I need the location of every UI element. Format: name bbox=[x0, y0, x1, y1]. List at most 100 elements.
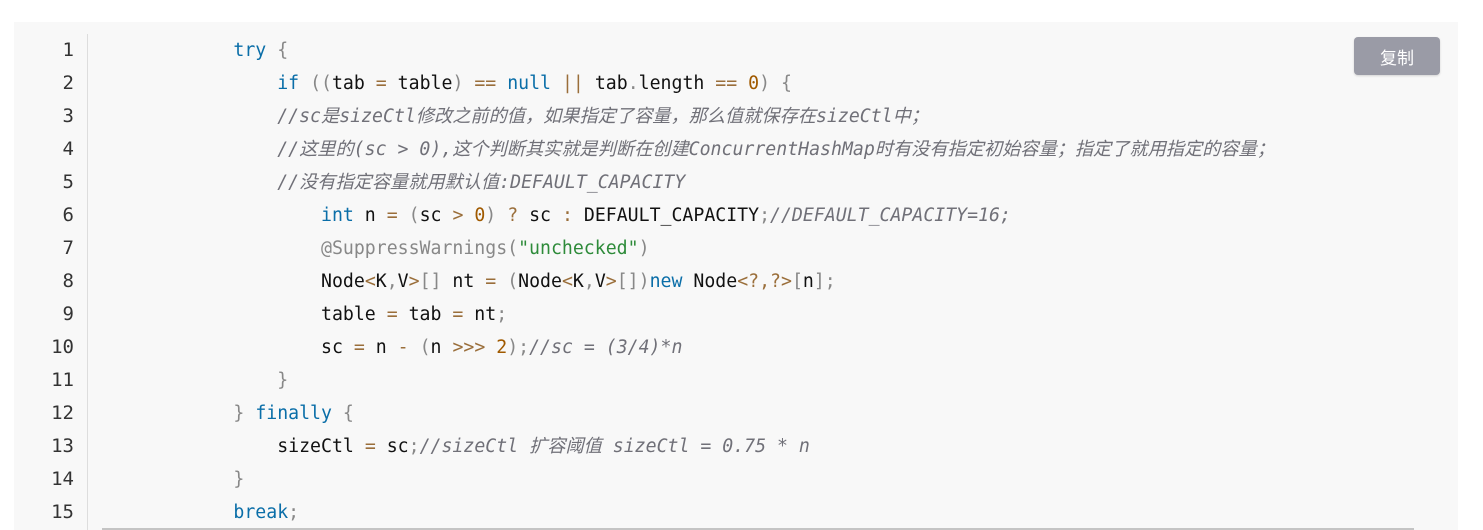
code-token: n bbox=[364, 337, 398, 358]
code-token: //sc是sizeCtl修改之前的值，如果指定了容量，那么值就保存在sizeCt… bbox=[277, 106, 929, 127]
code-token: n bbox=[353, 205, 387, 226]
code-token bbox=[102, 40, 233, 61]
code-token bbox=[102, 304, 321, 325]
code-line: } finally { bbox=[102, 397, 1436, 430]
line-number: 12 bbox=[51, 402, 74, 424]
code-token: break bbox=[233, 502, 289, 523]
code-token: Node bbox=[518, 271, 562, 292]
code-line: int n = (sc > 0) ? sc : DEFAULT_CAPACITY… bbox=[102, 199, 1436, 232]
code-token: []) bbox=[616, 271, 650, 292]
code-content[interactable]: try { if ((tab = table) == null || tab.l… bbox=[102, 34, 1436, 529]
code-line: try { bbox=[102, 34, 1436, 67]
code-token: = bbox=[375, 73, 387, 94]
code-token: "unchecked" bbox=[518, 238, 639, 259]
code-token bbox=[496, 271, 507, 292]
code-token: = bbox=[452, 304, 464, 325]
code-token bbox=[485, 337, 496, 358]
code-token: >>> bbox=[452, 337, 486, 358]
line-number: 1 bbox=[62, 39, 74, 61]
code-token: //sizeCtl 扩容阈值 sizeCtl = 0.75 * n bbox=[419, 436, 810, 457]
code-token bbox=[266, 40, 277, 61]
code-token: ( bbox=[419, 337, 431, 358]
code-line: //这里的(sc > 0),这个判断其实就是判断在创建ConcurrentHas… bbox=[102, 133, 1436, 166]
code-token: ? bbox=[507, 205, 519, 226]
code-line: } bbox=[102, 364, 1436, 397]
code-token: //DEFAULT_CAPACITY=16; bbox=[770, 205, 1011, 226]
line-number: 11 bbox=[51, 369, 74, 391]
code-token bbox=[102, 370, 277, 391]
code-line: sizeCtl = sc;//sizeCtl 扩容阈值 sizeCtl = 0.… bbox=[102, 430, 1436, 463]
code-token: int bbox=[321, 205, 354, 226]
code-token: } bbox=[233, 469, 245, 490]
code-token bbox=[496, 73, 507, 94]
code-token: sizeCtl bbox=[277, 436, 365, 457]
code-token: tab bbox=[397, 304, 453, 325]
line-number: 6 bbox=[62, 204, 74, 226]
code-token: ) bbox=[485, 205, 497, 226]
code-token: K bbox=[572, 271, 584, 292]
code-token: { bbox=[781, 73, 792, 94]
code-token: if bbox=[277, 73, 300, 94]
code-token: > bbox=[605, 271, 617, 292]
line-number: 8 bbox=[62, 270, 74, 292]
code-token: //没有指定容量就用默认值:DEFAULT_CAPACITY bbox=[277, 172, 686, 193]
code-token: . bbox=[627, 73, 639, 94]
code-token bbox=[463, 205, 474, 226]
code-token: K bbox=[375, 271, 387, 292]
code-token: ; bbox=[759, 205, 771, 226]
code-token: 0 bbox=[474, 205, 486, 226]
code-token: Node bbox=[321, 271, 365, 292]
code-line: if ((tab = table) == null || tab.length … bbox=[102, 67, 1436, 100]
code-token: table bbox=[321, 304, 387, 325]
code-token: ; bbox=[288, 502, 300, 523]
line-number: 13 bbox=[51, 435, 74, 457]
code-token: } bbox=[277, 370, 289, 391]
code-token: tab bbox=[331, 73, 376, 94]
line-number: 2 bbox=[62, 72, 74, 94]
code-token: V bbox=[397, 271, 409, 292]
code-token: < bbox=[561, 271, 573, 292]
code-token bbox=[102, 403, 233, 424]
code-token bbox=[551, 73, 562, 94]
code-token bbox=[102, 469, 233, 490]
code-token: ( bbox=[408, 205, 420, 226]
line-number: 7 bbox=[62, 237, 74, 259]
code-token: < bbox=[364, 271, 376, 292]
code-token: 0 bbox=[748, 73, 760, 94]
horizontal-scrollbar[interactable] bbox=[102, 528, 1414, 530]
code-token: new bbox=[649, 271, 683, 292]
code-token: n bbox=[430, 337, 453, 358]
code-token: table bbox=[386, 73, 453, 94]
code-token: 2 bbox=[496, 337, 508, 358]
code-token: ; bbox=[496, 304, 508, 325]
code-token: - bbox=[397, 337, 409, 358]
code-token: > bbox=[452, 205, 464, 226]
code-token: [ bbox=[791, 271, 803, 292]
code-line: table = tab = nt; bbox=[102, 298, 1436, 331]
code-line: //sc是sizeCtl修改之前的值，如果指定了容量，那么值就保存在sizeCt… bbox=[102, 100, 1436, 133]
line-number: 4 bbox=[62, 138, 74, 160]
code-token: == bbox=[715, 73, 738, 94]
code-token bbox=[463, 73, 474, 94]
code-token bbox=[102, 172, 277, 193]
code-token: //这里的(sc > 0),这个判断其实就是判断在创建ConcurrentHas… bbox=[277, 139, 1275, 160]
code-token: = bbox=[386, 304, 398, 325]
code-token bbox=[102, 205, 321, 226]
gutter-divider bbox=[87, 34, 88, 530]
code-token: ; bbox=[408, 436, 420, 457]
code-line: Node<K,V>[] nt = (Node<K,V>[])new Node<?… bbox=[102, 265, 1436, 298]
code-token bbox=[102, 73, 277, 94]
code-token: = bbox=[485, 271, 497, 292]
code-token: || bbox=[561, 73, 584, 94]
code-token: ); bbox=[507, 337, 530, 358]
copy-button[interactable]: 复制 bbox=[1354, 37, 1440, 75]
code-token: > bbox=[408, 271, 420, 292]
code-token bbox=[398, 205, 409, 226]
code-token: //sc = (3/4)*n bbox=[529, 337, 683, 358]
code-line: @SuppressWarnings("unchecked") bbox=[102, 232, 1436, 265]
code-line: } bbox=[102, 463, 1436, 496]
code-token: , bbox=[583, 271, 595, 292]
code-token: tab bbox=[583, 73, 628, 94]
code-token: sc bbox=[375, 436, 409, 457]
